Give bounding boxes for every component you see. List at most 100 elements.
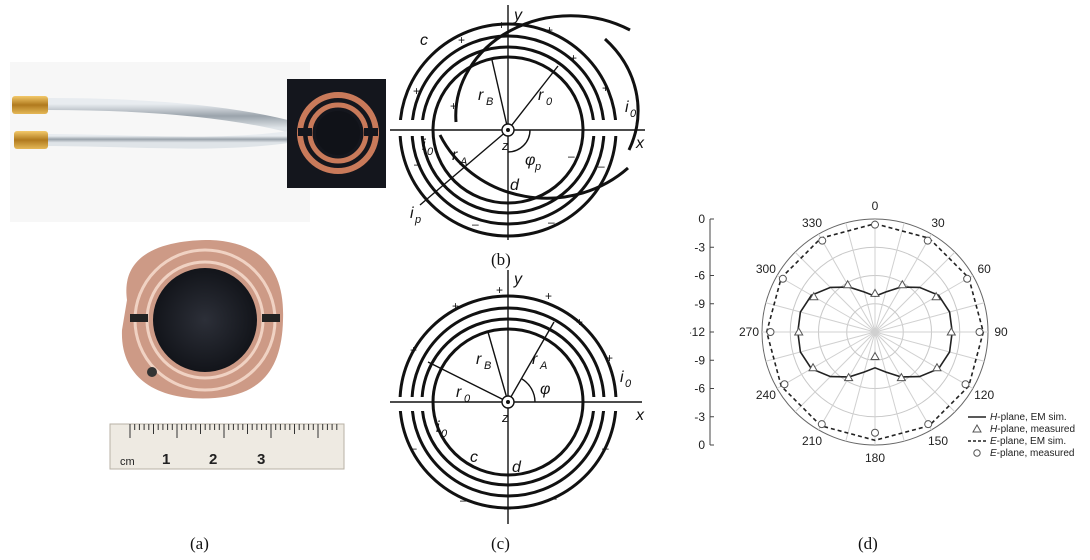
radial-tick-label: -12 <box>690 325 705 339</box>
ruler-number-1: 1 <box>162 451 170 468</box>
grid-spoke <box>794 331 876 413</box>
panel-a-svg: cm 1 2 3 <box>10 62 386 470</box>
svg-text:–: – <box>504 501 511 515</box>
grid-spoke <box>874 302 985 333</box>
svg-text:–: – <box>598 159 605 173</box>
panel-b-charge-signs: ++ ++ ++ –– –– +– <box>413 18 609 231</box>
ring-outer-bottom <box>438 134 629 200</box>
caption-a: (a) <box>190 534 209 553</box>
grid-spoke <box>765 331 876 362</box>
c-label-c: c <box>470 449 478 466</box>
svg-text:–: – <box>548 215 555 229</box>
grid-spoke <box>874 331 985 362</box>
series-point-circle <box>975 328 984 336</box>
caption-d: (d) <box>858 534 878 553</box>
series-line <box>796 286 954 378</box>
grid-spoke <box>874 331 905 442</box>
polar-grid <box>761 218 989 446</box>
series-point-triangle <box>842 279 853 289</box>
angle-label: 270 <box>739 325 759 339</box>
c-axis-x-label: x <box>635 407 645 424</box>
ring-outer-top-left <box>454 14 631 123</box>
svg-text:–: – <box>472 217 479 231</box>
svg-text:r: r <box>538 87 544 104</box>
svg-text:+: + <box>452 299 459 313</box>
series-point-circle <box>963 274 972 283</box>
radial-axis: 0-3-6-9-12-9-6-30 <box>688 212 714 452</box>
svg-text:r: r <box>532 351 538 368</box>
svg-text:–: – <box>460 493 467 507</box>
ruler-ticks <box>129 424 338 438</box>
angle-label: 180 <box>865 451 885 465</box>
svg-text:0: 0 <box>441 428 448 440</box>
c-label-d: d <box>512 459 522 476</box>
legend-label: E-plane, measured <box>990 448 1075 459</box>
legend-label: H-plane, measured <box>990 424 1075 435</box>
series-point-triangle <box>897 279 908 289</box>
radial-tick-label: -3 <box>694 240 705 254</box>
grid-spoke <box>765 302 876 333</box>
svg-text:0: 0 <box>464 393 471 405</box>
legend-label: H-plane, EM sim. <box>990 412 1067 423</box>
svg-text:p: p <box>534 161 541 173</box>
angle-label: 150 <box>928 434 948 448</box>
grid-spoke <box>874 251 956 333</box>
radial-tick-label: -3 <box>694 410 705 424</box>
radial-tick-label: -9 <box>694 353 705 367</box>
ruler-number-2: 2 <box>209 451 217 468</box>
caption-b: (b) <box>491 250 511 269</box>
grid-spoke <box>794 251 876 333</box>
grid-spoke <box>874 331 956 413</box>
svg-text:+: + <box>602 81 609 95</box>
series-point-triangle <box>946 326 957 336</box>
grid-spoke <box>874 331 974 389</box>
series-point-circle <box>871 220 879 229</box>
series-point-triangle <box>808 362 818 372</box>
svg-text:–: – <box>602 441 609 455</box>
radial-tick-label: -6 <box>694 382 705 396</box>
axis-y-label: y <box>513 7 523 24</box>
chart-legend: H-plane, EM sim.H-plane, measuredE-plane… <box>968 412 1075 459</box>
grid-spoke <box>845 222 876 333</box>
svg-text:B: B <box>486 96 493 108</box>
grid-spoke <box>874 222 905 333</box>
series-point-triangle <box>931 291 942 301</box>
svg-text:0: 0 <box>427 146 434 158</box>
svg-text:r: r <box>476 351 482 368</box>
grid-spoke <box>845 331 876 442</box>
series-point-triangle <box>870 288 880 297</box>
ring-outer-right <box>603 37 640 151</box>
angle-label: 240 <box>756 388 776 402</box>
svg-text:+: + <box>458 33 465 47</box>
radial-tick-label: 0 <box>698 438 705 452</box>
antenna-photo-top <box>10 62 386 222</box>
svg-text:i: i <box>620 369 624 386</box>
svg-text:i: i <box>422 137 426 154</box>
svg-text:+: + <box>606 351 613 365</box>
svg-text:B: B <box>484 360 491 372</box>
series-point-circle <box>778 274 787 283</box>
svg-text:–: – <box>414 157 421 171</box>
series-point-triangle <box>896 372 907 382</box>
angle-label: 210 <box>802 434 822 448</box>
svg-text:0: 0 <box>546 96 553 108</box>
series-point-triangle <box>843 372 854 382</box>
svg-text:–: – <box>568 149 575 163</box>
svg-text:+: + <box>545 289 552 303</box>
svg-text:+: + <box>410 343 417 357</box>
series-point-circle <box>817 420 826 429</box>
angle-label: 120 <box>974 388 994 402</box>
panel-b-axes <box>390 5 645 240</box>
angle-label: 330 <box>802 216 822 230</box>
angle-label: 30 <box>931 216 945 230</box>
ruler-number-3: 3 <box>257 451 265 468</box>
